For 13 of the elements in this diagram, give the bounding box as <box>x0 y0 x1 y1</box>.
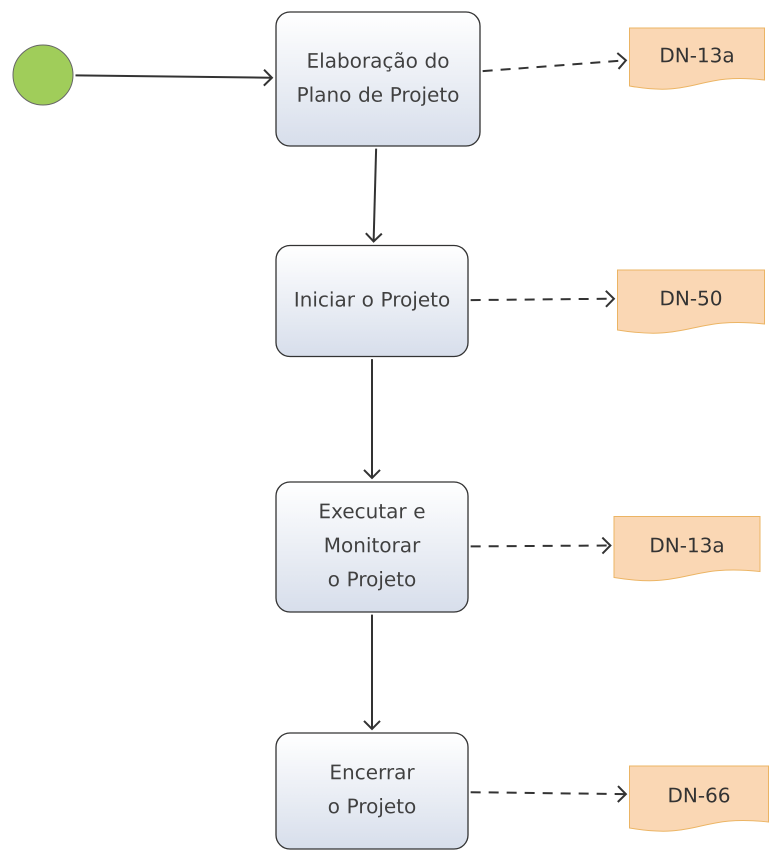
process-box: Encerrar o Projeto <box>275 732 469 850</box>
arrow <box>470 536 612 554</box>
arrow <box>365 148 383 243</box>
process-box: Iniciar o Projeto <box>275 244 469 358</box>
arrow <box>470 290 616 308</box>
arrow <box>363 614 381 730</box>
arrow <box>75 68 274 86</box>
start-circle <box>12 44 74 106</box>
process-box: Executar e Monitorar o Projeto <box>275 481 469 613</box>
arrow <box>482 52 628 72</box>
process-box: Elaboração do Plano de Projeto <box>275 11 481 147</box>
arrow <box>470 785 628 803</box>
arrow <box>363 359 381 480</box>
